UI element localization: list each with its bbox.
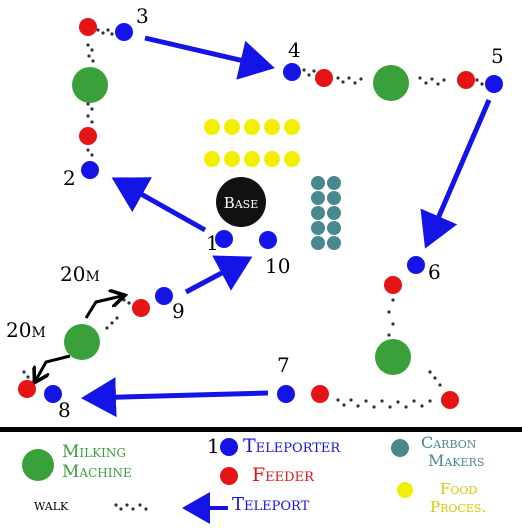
teleporter-3 bbox=[115, 23, 133, 41]
food-processors bbox=[204, 119, 300, 167]
legend-feeder-label: Feeder bbox=[252, 464, 314, 486]
legend-walk-label: walk bbox=[34, 495, 69, 514]
teleporter-6 bbox=[407, 256, 425, 274]
legend-milking-machine-label: Milking Machine bbox=[62, 442, 132, 482]
milking-machine bbox=[373, 65, 409, 101]
teleporter-2 bbox=[81, 161, 99, 179]
walk-path-6-7 bbox=[336, 298, 442, 409]
base: Base bbox=[216, 177, 266, 227]
legend-walk-swatch bbox=[114, 503, 148, 511]
feeder bbox=[132, 299, 150, 317]
teleporter-label-9: 9 bbox=[172, 299, 185, 323]
teleport-arrow-9-to-10 bbox=[184, 255, 253, 295]
legend-food-processor-swatch bbox=[397, 482, 413, 498]
legend-food-proces-line1: Food bbox=[440, 480, 478, 498]
teleport-arrow-7-to-8 bbox=[81, 377, 269, 418]
base-label: Base bbox=[224, 194, 259, 212]
legend-carbon-maker-swatch bbox=[391, 439, 409, 457]
teleporter-label-10: 10 bbox=[265, 254, 291, 278]
distance-marker-lower bbox=[36, 354, 71, 380]
distance-markers bbox=[36, 296, 122, 380]
walk-path-4-5 bbox=[302, 68, 484, 86]
teleporter-5 bbox=[485, 75, 503, 93]
feeders bbox=[18, 18, 475, 409]
teleporter-label-3: 3 bbox=[136, 4, 149, 28]
teleport-arrows bbox=[81, 35, 492, 418]
teleporter-label-6: 6 bbox=[428, 260, 441, 284]
teleport-arrow-1-to-2 bbox=[111, 177, 207, 233]
teleporter-label-4: 4 bbox=[288, 38, 301, 62]
teleporter-1 bbox=[215, 230, 233, 248]
teleporter-8 bbox=[44, 385, 62, 403]
feeder bbox=[311, 385, 329, 403]
teleporter-label-2: 2 bbox=[63, 166, 76, 190]
teleporters bbox=[44, 23, 503, 403]
milking-machines bbox=[64, 65, 411, 375]
map-canvas: Base bbox=[18, 18, 503, 418]
walk-path-2-3 bbox=[86, 28, 114, 157]
feeder bbox=[18, 380, 36, 398]
legend-carbon-makers-line2: Makers bbox=[428, 451, 485, 470]
legend-teleporter-label: Teleporter bbox=[243, 435, 341, 457]
feeder bbox=[384, 276, 402, 294]
teleporter-label-1: 1 bbox=[206, 231, 219, 255]
distance-label-upper: 20m bbox=[60, 262, 100, 286]
legend-divider bbox=[0, 427, 522, 432]
distance-marker-upper bbox=[84, 296, 122, 319]
teleporter-7 bbox=[277, 385, 295, 403]
teleporter-9 bbox=[155, 287, 173, 305]
milking-machine bbox=[64, 324, 100, 360]
teleporter-4 bbox=[283, 63, 301, 81]
legend-carbon-makers-line1: Carbon bbox=[421, 433, 477, 452]
walk-paths bbox=[22, 28, 484, 409]
legend-feeder-swatch bbox=[220, 467, 238, 485]
feeder bbox=[457, 71, 475, 89]
legend-food-proces-line2: Proces. bbox=[430, 498, 487, 516]
teleporter-label-5: 5 bbox=[491, 44, 504, 68]
teleporter-label-7: 7 bbox=[277, 353, 290, 377]
feeder bbox=[441, 391, 459, 409]
milking-machine bbox=[375, 339, 411, 375]
legend-symbols bbox=[22, 438, 413, 524]
legend-teleporter-swatch bbox=[220, 438, 238, 456]
teleport-arrow-5-to-6 bbox=[420, 99, 492, 249]
teleporter-label-8: 8 bbox=[58, 398, 71, 422]
milking-machine bbox=[72, 67, 108, 103]
legend-milking-machine-swatch bbox=[22, 449, 54, 481]
feeder bbox=[79, 18, 97, 36]
legend-teleport-label: Teleport bbox=[232, 494, 310, 515]
teleporter-10 bbox=[259, 231, 277, 249]
teleport-arrow-3-to-4 bbox=[144, 35, 275, 80]
legend-teleporter-number: 1 bbox=[207, 434, 220, 458]
feeder bbox=[315, 69, 333, 87]
feeder bbox=[79, 127, 97, 145]
carbon-makers bbox=[311, 176, 341, 250]
distance-label-lower: 20m bbox=[6, 318, 46, 342]
